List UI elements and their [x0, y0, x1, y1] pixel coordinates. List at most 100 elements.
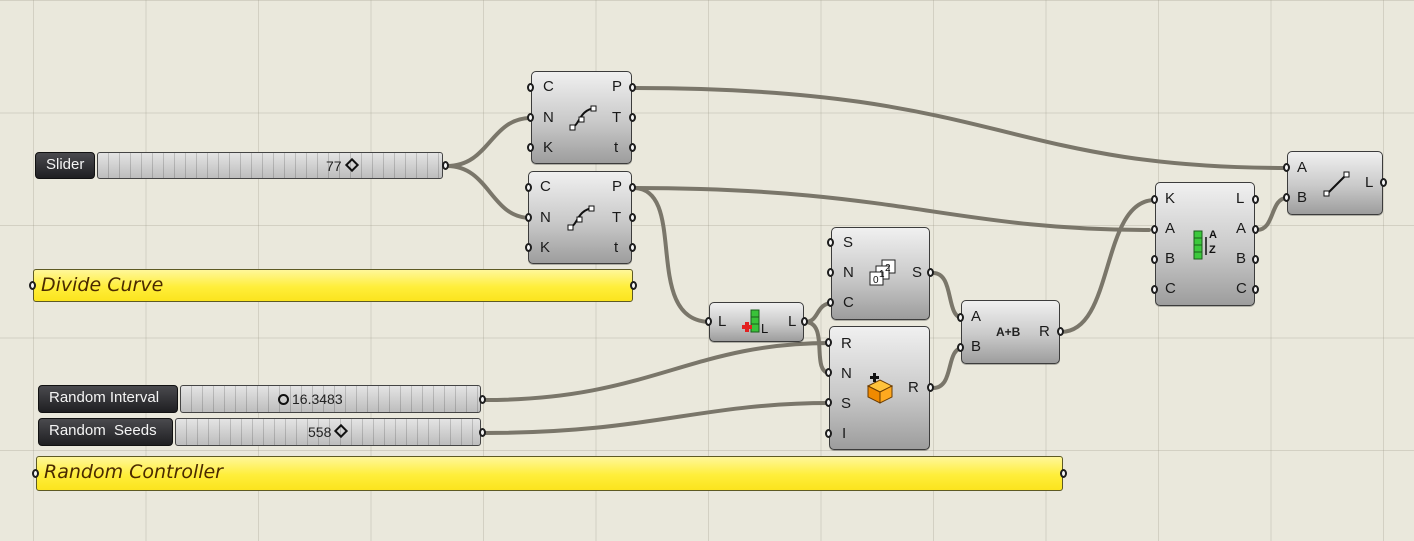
- divide-curve-2-port-n[interactable]: [525, 213, 532, 222]
- random-seeds-value[interactable]: 558: [308, 423, 349, 441]
- random-port-i[interactable]: [825, 429, 832, 438]
- sort-list-icon: [1193, 230, 1207, 260]
- list-item-component[interactable]: K A B C L A B C A Z: [1155, 182, 1255, 306]
- divide-curve-2-port-c[interactable]: [525, 183, 532, 192]
- line-port-a[interactable]: [1283, 163, 1290, 172]
- slider-grip-icon[interactable]: [344, 157, 359, 173]
- list-item-port-out-c[interactable]: [1252, 285, 1259, 294]
- wire: [1255, 196, 1289, 232]
- series-component[interactable]: S N C S 0 1 2: [831, 227, 930, 320]
- input-label-r: R: [841, 335, 852, 352]
- output-label-s: S: [912, 264, 923, 281]
- input-label-b: B: [971, 338, 982, 355]
- series-port-n[interactable]: [827, 268, 834, 277]
- input-label-i: I: [842, 425, 847, 442]
- random-component[interactable]: R N S I R: [829, 326, 930, 450]
- random-controller-panel-port-out[interactable]: [1060, 469, 1067, 478]
- divide-curve-icon: [567, 205, 595, 231]
- input-label-n: N: [540, 209, 551, 226]
- slider-output-port[interactable]: [442, 161, 449, 170]
- output-label-p: P: [612, 178, 623, 195]
- divide-curve-2-port-t-lower[interactable]: [629, 243, 636, 252]
- list-length-port-in[interactable]: [705, 317, 712, 326]
- divide-curve-1-port-t[interactable]: [629, 113, 636, 122]
- divide-curve-panel-port-out[interactable]: [630, 281, 637, 290]
- input-label-c: C: [543, 78, 554, 95]
- random-port-r[interactable]: [825, 338, 832, 347]
- output-label-l: L: [1365, 174, 1374, 191]
- divide-curve-panel-port-in[interactable]: [29, 281, 36, 290]
- wire: [931, 271, 965, 320]
- sort-label-bottom: Z: [1209, 244, 1216, 256]
- random-port-s[interactable]: [825, 398, 832, 407]
- divide-curve-panel[interactable]: Divide Curve: [33, 269, 633, 302]
- list-item-port-a[interactable]: [1151, 225, 1158, 234]
- list-item-port-c[interactable]: [1151, 285, 1158, 294]
- random-interval-track[interactable]: 16.3483: [180, 385, 481, 413]
- addition-component[interactable]: A B R A+B: [961, 300, 1060, 364]
- random-controller-panel[interactable]: Random Controller: [36, 456, 1063, 491]
- wire: [631, 186, 1151, 232]
- series-port-out[interactable]: [927, 268, 934, 277]
- divide-curve-1-port-p[interactable]: [629, 83, 636, 92]
- list-item-port-l[interactable]: [1252, 195, 1259, 204]
- divide-curve-icon: [569, 105, 597, 131]
- series-icon: 0 1 2: [869, 259, 896, 286]
- series-port-s[interactable]: [827, 238, 834, 247]
- line-component[interactable]: A B L: [1287, 151, 1383, 215]
- output-label-t-lower: t: [614, 239, 619, 256]
- divide-curve-2-port-p[interactable]: [629, 183, 636, 192]
- slider-track[interactable]: 77: [97, 152, 443, 179]
- list-item-port-out-a[interactable]: [1252, 225, 1259, 234]
- random-seeds-grip-icon[interactable]: [334, 423, 349, 439]
- line-port-out[interactable]: [1380, 178, 1387, 187]
- list-length-component[interactable]: L L L: [709, 302, 804, 342]
- divide-curve-component-2[interactable]: C N K P T t: [528, 171, 632, 264]
- output-label-t-lower: t: [614, 139, 619, 156]
- divide-curve-1-port-c[interactable]: [527, 83, 534, 92]
- divide-curve-2-port-k[interactable]: [525, 243, 532, 252]
- output-label-p: P: [612, 78, 623, 95]
- random-interval-output-port[interactable]: [479, 395, 486, 404]
- addition-port-b[interactable]: [957, 343, 964, 352]
- input-label-a: A: [1297, 159, 1308, 176]
- wire: [483, 401, 832, 435]
- series-port-c[interactable]: [827, 298, 834, 307]
- list-item-port-out-b[interactable]: [1252, 255, 1259, 264]
- input-label-k: K: [1165, 190, 1176, 207]
- addition-port-out[interactable]: [1057, 327, 1064, 336]
- random-dice-icon: [866, 373, 894, 404]
- random-seeds-label[interactable]: Random Seeds: [38, 418, 173, 446]
- random-controller-panel-port-in[interactable]: [32, 469, 39, 478]
- wire: [931, 346, 965, 390]
- random-seeds-track[interactable]: 558: [175, 418, 481, 446]
- input-label-b: B: [1165, 250, 1176, 267]
- random-interval-label[interactable]: Random Interval: [38, 385, 178, 413]
- svg-text:L: L: [761, 321, 768, 336]
- list-item-port-k[interactable]: [1151, 195, 1158, 204]
- divide-curve-1-port-n[interactable]: [527, 113, 534, 122]
- output-label-r: R: [1039, 323, 1050, 340]
- divide-curve-2-port-t[interactable]: [629, 213, 636, 222]
- divide-curve-component-1[interactable]: C N K P T t: [531, 71, 632, 164]
- list-length-port-out[interactable]: [801, 317, 808, 326]
- addition-port-a[interactable]: [957, 313, 964, 322]
- input-label-k: K: [540, 239, 551, 256]
- random-interval-value[interactable]: 16.3483: [278, 390, 343, 408]
- line-port-b[interactable]: [1283, 193, 1290, 202]
- slider-label[interactable]: Slider: [35, 152, 95, 179]
- wire: [445, 116, 533, 168]
- divide-curve-1-port-k[interactable]: [527, 143, 534, 152]
- random-port-n[interactable]: [825, 368, 832, 377]
- random-interval-grip-icon[interactable]: [278, 394, 289, 405]
- input-label-a: A: [1165, 220, 1176, 237]
- divide-curve-1-port-t-lower[interactable]: [629, 143, 636, 152]
- input-label-s: S: [841, 395, 852, 412]
- random-port-out[interactable]: [927, 383, 934, 392]
- slider-value[interactable]: 77: [326, 157, 359, 175]
- svg-text:2: 2: [885, 263, 891, 274]
- output-label-t: T: [612, 109, 622, 126]
- input-label-b: B: [1297, 189, 1308, 206]
- list-item-port-b[interactable]: [1151, 255, 1158, 264]
- random-seeds-output-port[interactable]: [479, 428, 486, 437]
